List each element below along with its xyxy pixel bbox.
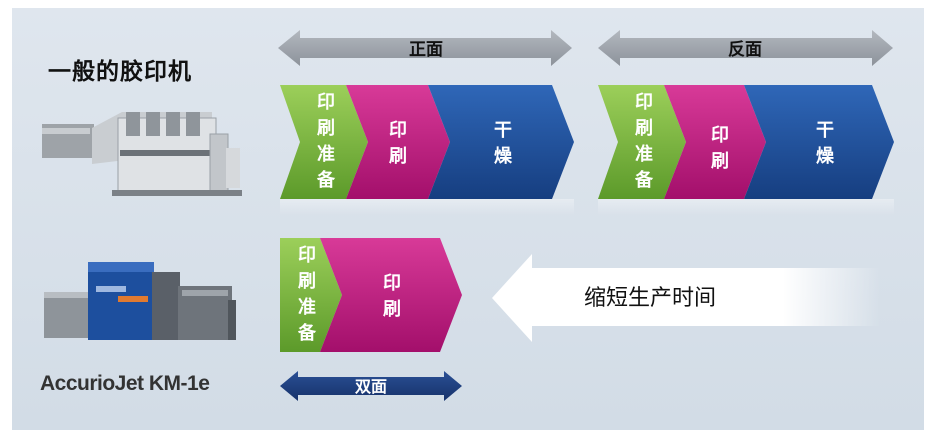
back-dry-stage [744, 85, 894, 199]
front-prep-label-char: 备 [316, 169, 336, 191]
offset-press-title: 一般的胶印机 [48, 59, 192, 85]
back-prep-label-char: 印 [635, 92, 653, 113]
back-side-arrow [598, 30, 893, 66]
back-reflection [598, 199, 894, 215]
front-print-label-char: 刷 [389, 146, 407, 167]
front-prep-stage [280, 85, 368, 199]
back-dry-label-char: 燥 [816, 146, 835, 167]
back-print-label-char: 印 [711, 125, 729, 146]
shorten-time-label: 缩短生产时间 [584, 286, 716, 311]
digital-print-label-char: 印 [383, 273, 401, 294]
duplex-label: 双面 [355, 377, 387, 396]
digital-press-machine-image [44, 262, 236, 340]
duplex-arrow [280, 371, 462, 401]
front-side-label: 正面 [409, 40, 443, 60]
back-prep-label-char: 备 [634, 169, 654, 191]
background-panel [12, 8, 924, 430]
front-print-label-char: 印 [389, 120, 407, 141]
shorten-time-arrow [492, 254, 880, 342]
front-dry-stage [428, 85, 574, 199]
front-print-stage [346, 85, 450, 199]
back-prep-label-char: 刷 [635, 118, 653, 139]
digital-prep-label-char: 刷 [298, 271, 316, 292]
digital-prep-label-char: 备 [297, 322, 317, 344]
front-dry-label-char: 燥 [494, 146, 513, 167]
back-dry-label-char: 干 [816, 120, 834, 141]
back-print-label-char: 刷 [711, 151, 729, 172]
back-prep-stage [598, 85, 686, 199]
front-dry-label-char: 干 [494, 120, 512, 141]
front-side-arrow [278, 30, 572, 66]
back-print-stage [664, 85, 766, 199]
back-prep-label-char: 准 [635, 143, 653, 165]
digital-print-label-char: 刷 [383, 299, 401, 320]
digital-prep-label-char: 印 [298, 245, 316, 266]
offset-press-machine-image [42, 112, 242, 196]
back-side-label: 反面 [728, 40, 762, 60]
front-prep-label-char: 印 [317, 92, 335, 113]
digital-prep-label-char: 准 [298, 296, 316, 318]
digital-press-model-label: AccurioJet KM-1e [40, 372, 210, 395]
front-prep-label-char: 准 [317, 143, 335, 165]
digital-print-stage [320, 238, 462, 352]
digital-prep-stage [280, 238, 342, 352]
front-prep-label-char: 刷 [317, 118, 335, 139]
front-reflection [280, 199, 574, 215]
